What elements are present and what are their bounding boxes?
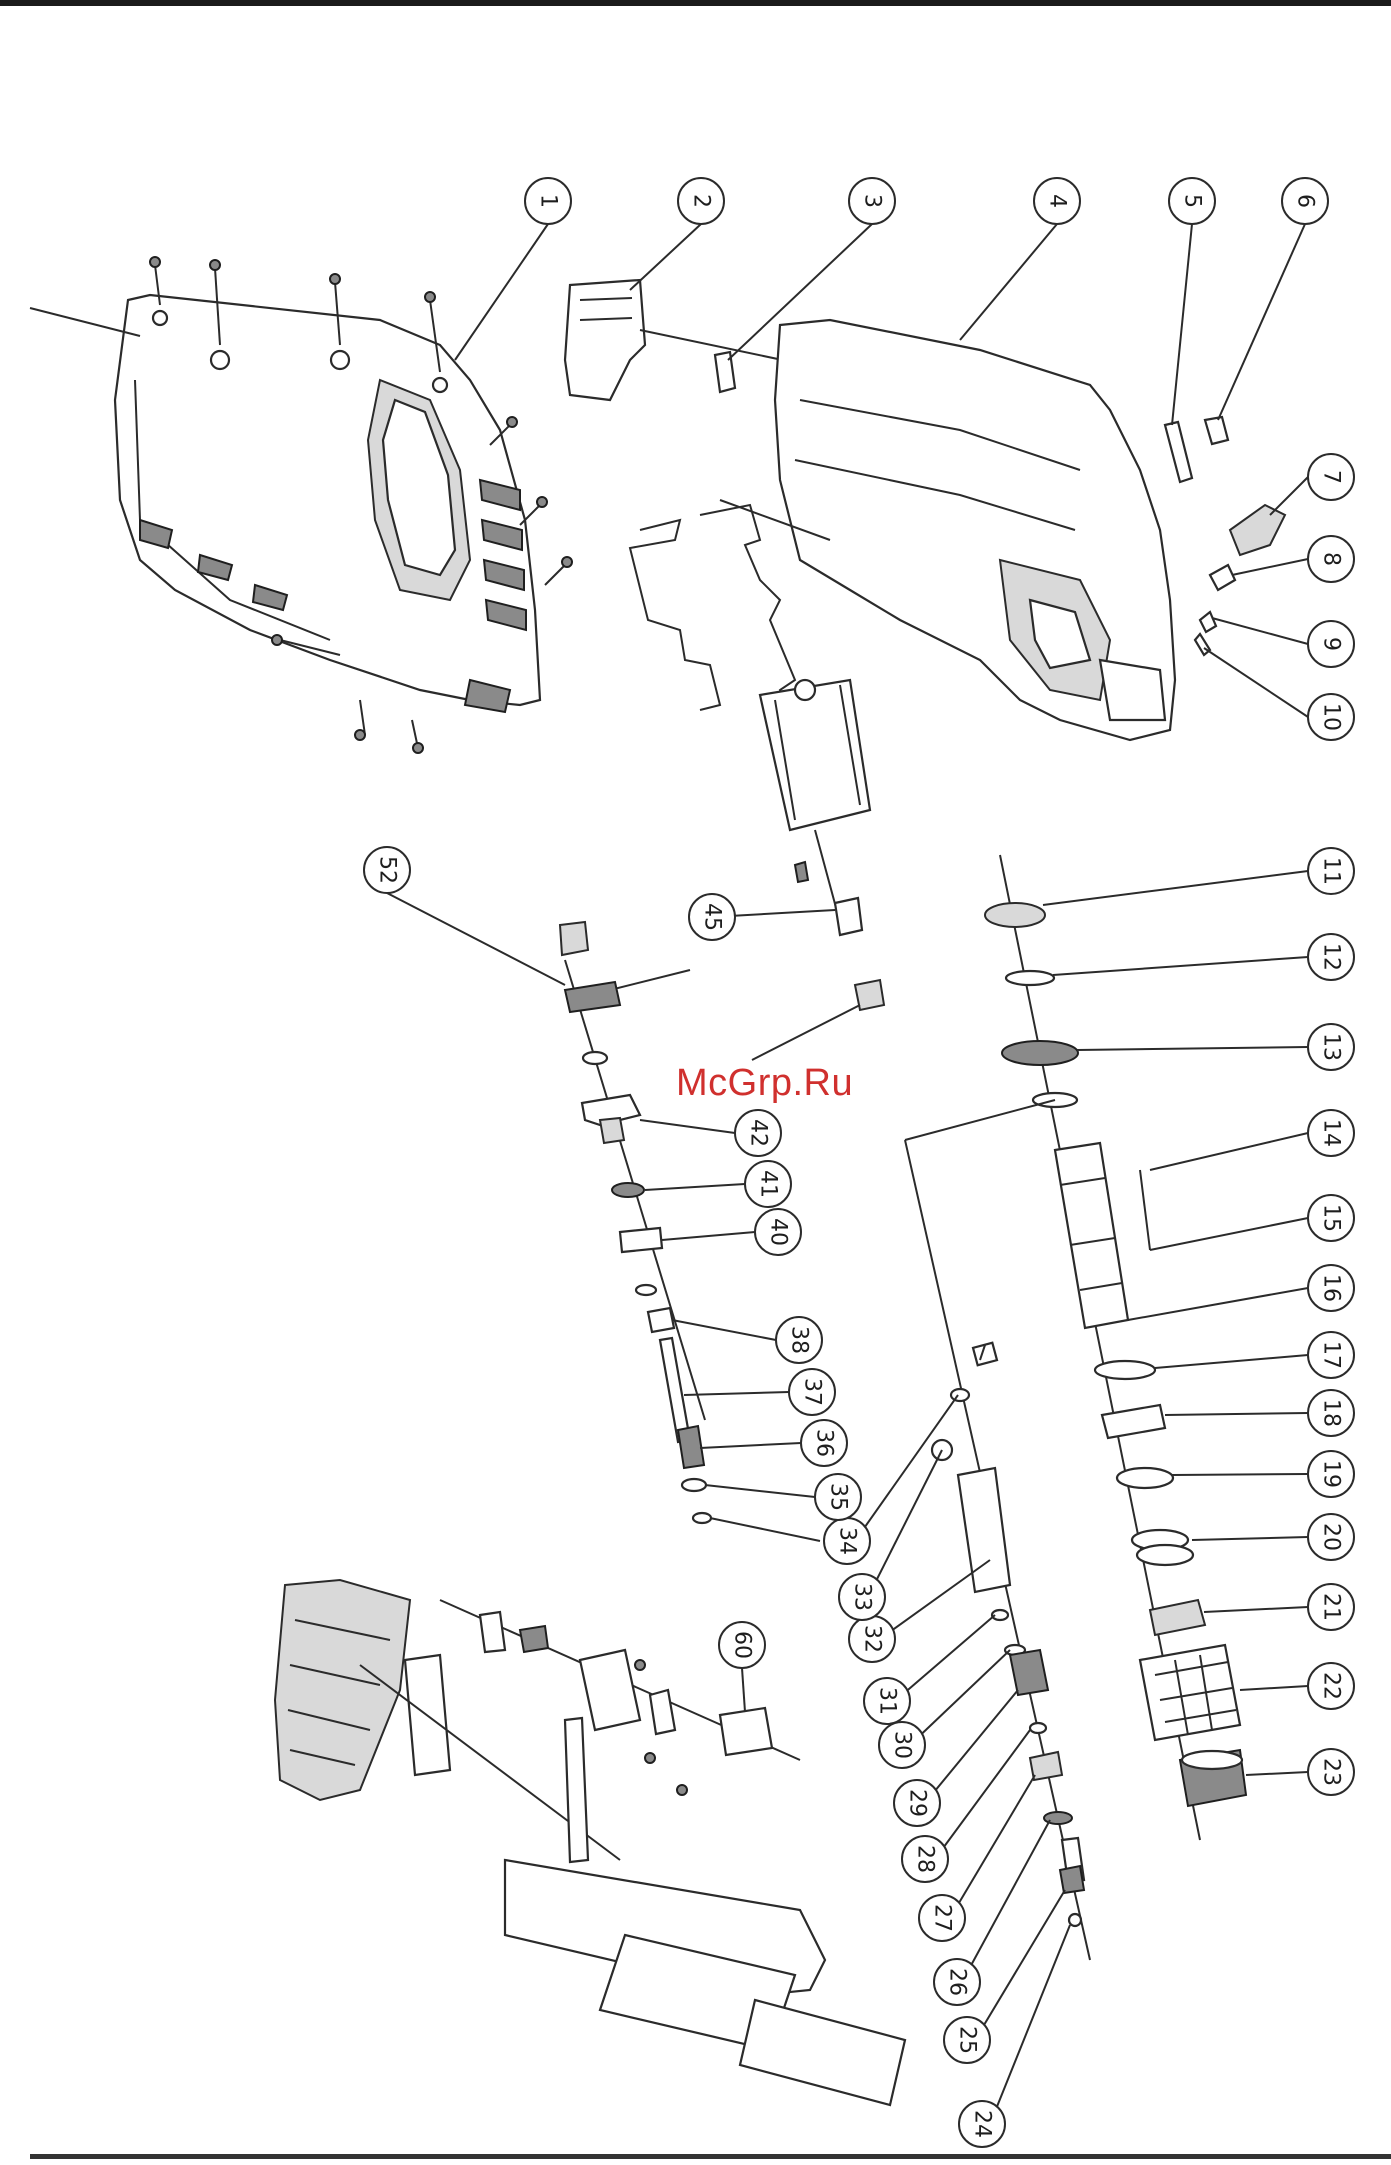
callout-52: 52 xyxy=(364,847,410,893)
callout-number: 42 xyxy=(746,1119,771,1147)
callout-number: 13 xyxy=(1319,1033,1344,1061)
callout-number: 19 xyxy=(1319,1460,1344,1488)
callout-19: 19 xyxy=(1308,1451,1354,1497)
callout-32: 32 xyxy=(849,1616,895,1662)
callout-29: 29 xyxy=(894,1780,940,1826)
motor-coupler xyxy=(752,980,884,1060)
callout-number: 32 xyxy=(860,1625,885,1653)
callout-10: 10 xyxy=(1308,694,1354,740)
callout-number: 2 xyxy=(689,194,714,208)
callout-number: 34 xyxy=(835,1527,860,1555)
callout-12: 12 xyxy=(1308,934,1354,980)
callout-8: 8 xyxy=(1308,536,1354,582)
callout-1: 1 xyxy=(525,178,571,224)
callout-number: 30 xyxy=(890,1731,915,1759)
callout-42: 42 xyxy=(735,1110,781,1156)
callout-14: 14 xyxy=(1308,1110,1354,1156)
callout-38: 38 xyxy=(776,1317,822,1363)
callout-number: 17 xyxy=(1319,1341,1344,1369)
callout-number: 15 xyxy=(1319,1204,1344,1232)
callout-9: 9 xyxy=(1308,621,1354,667)
callout-30: 30 xyxy=(879,1722,925,1768)
callout-36: 36 xyxy=(801,1420,847,1466)
callout-40: 40 xyxy=(755,1209,801,1255)
callout-number: 18 xyxy=(1319,1399,1344,1427)
callout-13: 13 xyxy=(1308,1024,1354,1070)
callout-27: 27 xyxy=(919,1895,965,1941)
callout-2: 2 xyxy=(678,178,724,224)
callout-20: 20 xyxy=(1308,1514,1354,1560)
left-housing-half xyxy=(30,224,548,712)
callout-23: 23 xyxy=(1308,1749,1354,1795)
callout-number: 33 xyxy=(850,1583,875,1611)
callout-4: 4 xyxy=(1034,178,1080,224)
callout-number: 36 xyxy=(812,1429,837,1457)
callout-25: 25 xyxy=(944,2017,990,2063)
callout-33: 33 xyxy=(839,1574,885,1620)
callout-number: 22 xyxy=(1319,1672,1344,1700)
callout-number: 52 xyxy=(375,856,400,884)
callout-28: 28 xyxy=(902,1836,948,1882)
callout-21: 21 xyxy=(1308,1584,1354,1630)
wire-bracket xyxy=(630,505,795,720)
callout-60: 60 xyxy=(719,1622,765,1668)
callout-number: 7 xyxy=(1319,470,1344,484)
callout-number: 8 xyxy=(1319,552,1344,566)
callout-number: 31 xyxy=(875,1687,900,1715)
callout-24: 24 xyxy=(959,2101,1005,2147)
callout-number: 28 xyxy=(913,1845,938,1873)
lever-strip xyxy=(1165,224,1192,482)
callout-number: 10 xyxy=(1319,703,1344,731)
callout-number: 26 xyxy=(945,1968,970,1996)
callout-number: 4 xyxy=(1045,194,1070,208)
spring-clip xyxy=(1205,224,1305,444)
callout-17: 17 xyxy=(1308,1332,1354,1378)
callout-number: 1 xyxy=(536,194,561,208)
callout-7: 7 xyxy=(1308,454,1354,500)
callout-number: 20 xyxy=(1319,1523,1344,1551)
handle-and-battery xyxy=(275,1580,905,2105)
callout-number: 37 xyxy=(800,1378,825,1406)
callout-number: 27 xyxy=(930,1904,955,1932)
callout-number: 16 xyxy=(1319,1274,1344,1302)
callout-number: 45 xyxy=(700,903,725,931)
callout-number: 41 xyxy=(756,1170,781,1198)
callout-22: 22 xyxy=(1308,1663,1354,1709)
callout-number: 12 xyxy=(1319,943,1344,971)
callout-11: 11 xyxy=(1308,848,1354,894)
callout-26: 26 xyxy=(934,1959,980,2005)
callout-34: 34 xyxy=(824,1518,870,1564)
callout-18: 18 xyxy=(1308,1390,1354,1436)
callout-6: 6 xyxy=(1282,178,1328,224)
callout-number: 25 xyxy=(955,2026,980,2054)
callout-number: 23 xyxy=(1319,1758,1344,1786)
callout-number: 9 xyxy=(1319,637,1344,651)
callout-number: 21 xyxy=(1319,1593,1344,1621)
bottom-border-bar xyxy=(30,2154,1391,2159)
callout-number: 38 xyxy=(787,1326,812,1354)
callout-45: 45 xyxy=(689,894,735,940)
callout-35: 35 xyxy=(815,1474,861,1520)
callout-number: 29 xyxy=(905,1789,930,1817)
callout-number: 14 xyxy=(1319,1119,1344,1147)
callout-number: 60 xyxy=(730,1631,755,1659)
callout-number: 35 xyxy=(826,1483,851,1511)
callout-15: 15 xyxy=(1308,1195,1354,1241)
callout-31: 31 xyxy=(864,1678,910,1724)
callout-number: 5 xyxy=(1180,194,1205,208)
callout-number: 40 xyxy=(766,1218,791,1246)
callout-number: 11 xyxy=(1319,857,1344,885)
callout-16: 16 xyxy=(1308,1265,1354,1311)
callout-number: 24 xyxy=(970,2110,995,2138)
left-gear-stack xyxy=(387,893,820,1541)
watermark-text: McGrp.Ru xyxy=(676,1062,853,1105)
small-fittings xyxy=(1195,477,1308,717)
callout-3: 3 xyxy=(849,178,895,224)
callout-41: 41 xyxy=(745,1161,791,1207)
callout-number: 3 xyxy=(860,194,885,208)
callout-number: 6 xyxy=(1293,194,1318,208)
motor xyxy=(712,680,870,935)
callout-5: 5 xyxy=(1169,178,1215,224)
callout-37: 37 xyxy=(789,1369,835,1415)
